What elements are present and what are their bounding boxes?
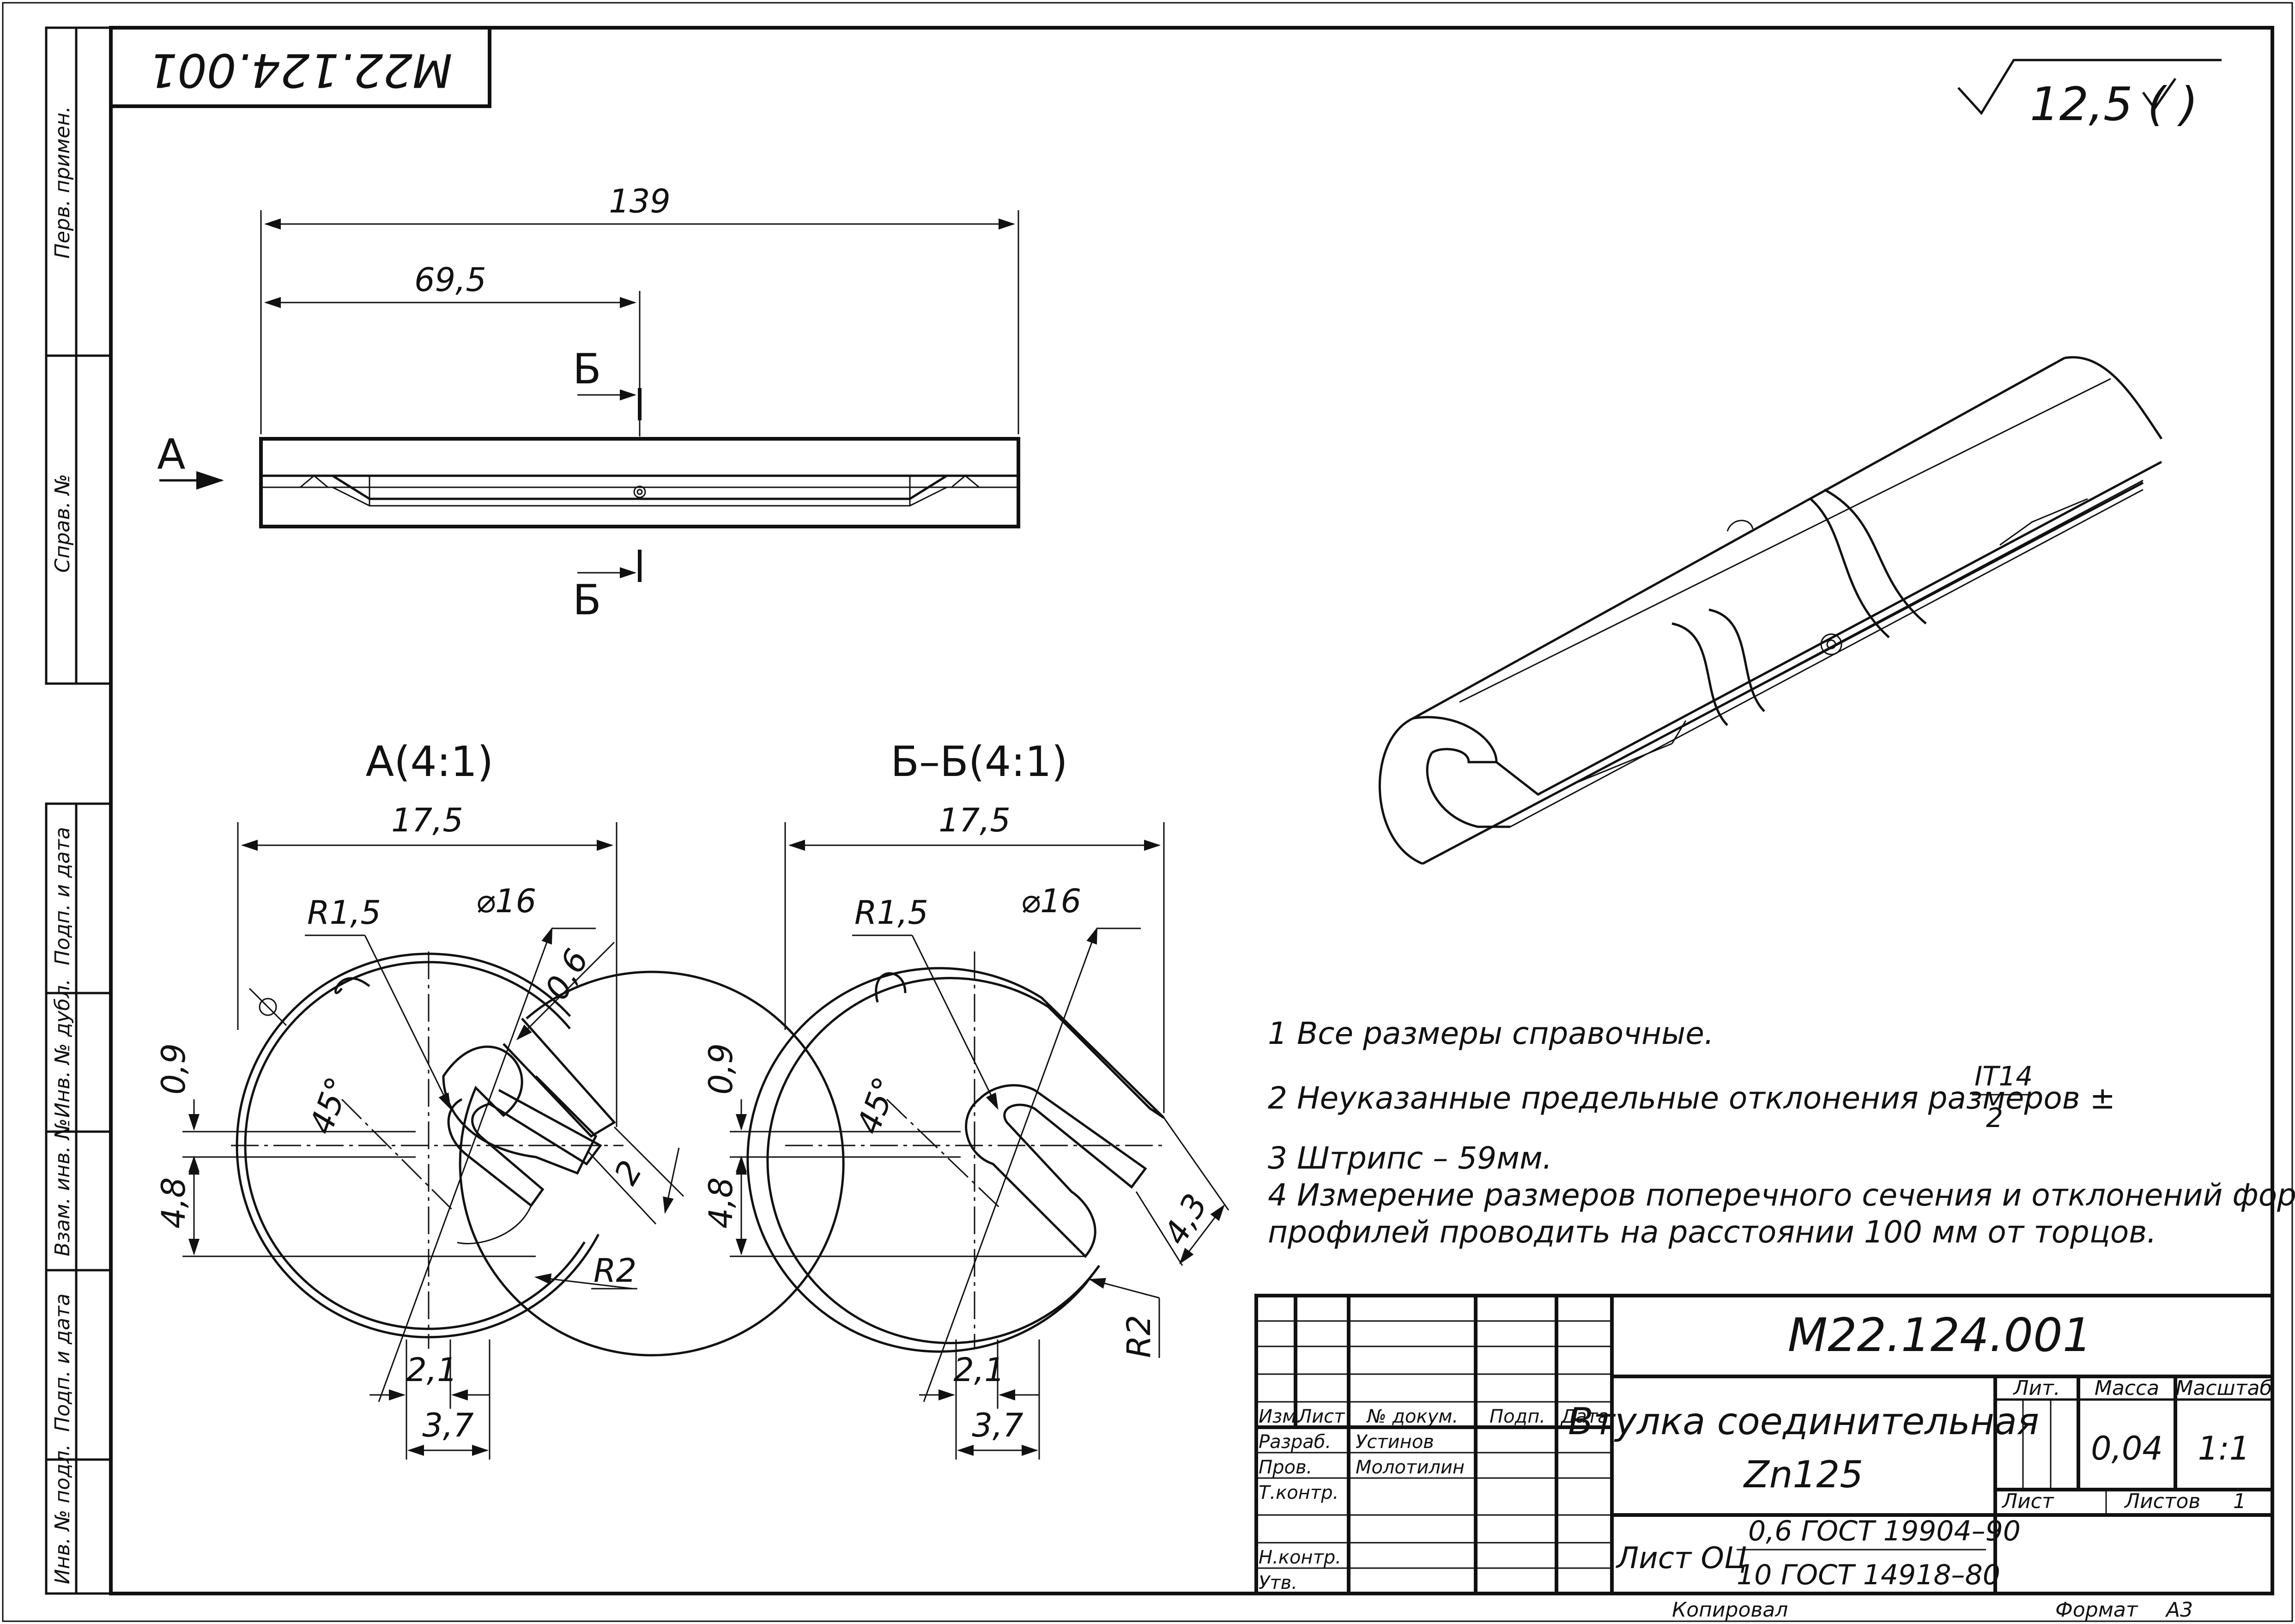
tb-material-bottom: 10 ГОСТ 14918–80	[1737, 1559, 2000, 1591]
view-a-dim-r-small: R1,5	[307, 894, 381, 932]
section-mark-top: Б	[573, 345, 601, 394]
format-label: Формат	[2055, 1598, 2138, 1622]
tb-name-line-1: Втулка соединительная	[1568, 1400, 2039, 1443]
note-2-denominator: 2	[1986, 1102, 2003, 1133]
side-label-sprav: Справ. №	[51, 474, 74, 573]
side-label-inv-podl: Инв. № подл.	[51, 1444, 74, 1584]
tb-role-norm-control: Н.контр.	[1259, 1547, 1341, 1568]
title-block: Изм. Лист № докум. Подп. Дата Разраб. Ус…	[1254, 1294, 2274, 1595]
designation-rotated-box: М22.124.001	[111, 28, 491, 108]
note-2-numerator: IT14	[1974, 1060, 2033, 1092]
view-a: А(4:1) 17,5 ⌀16 R1,5 0,6 45° 0,9	[155, 738, 845, 1460]
view-b: Б–Б(4:1) 17,5 ⌀16 R1,5 45° 0,9 4,8 4,3 R…	[702, 738, 1229, 1460]
tb-mass-value: 0,04	[2091, 1430, 2163, 1467]
view-b-dim-w1: 2,1	[953, 1351, 1005, 1389]
tb-header-doc: № докум.	[1366, 1406, 1458, 1427]
view-b-dim-width: 17,5	[939, 801, 1011, 839]
tb-name-line-2: Zn125	[1743, 1453, 1863, 1496]
side-label-perv: Перв. примен.	[51, 106, 74, 259]
tb-header-date: Дата	[1560, 1406, 1609, 1427]
tb-scale-label: Масштаб	[2175, 1376, 2272, 1400]
tb-role-tech-control: Т.контр.	[1259, 1482, 1338, 1503]
view-mark-a: А	[157, 430, 186, 479]
tb-role-checker: Пров.	[1259, 1457, 1312, 1478]
note-3: 3 Штрипс – 59мм.	[1268, 1140, 1552, 1176]
note-2: 2 Неуказанные предельные отклонения разм…	[1268, 1080, 2115, 1116]
view-b-dim-h1: 0,9	[702, 1043, 740, 1095]
note-4-line-1: 4 Измерение размеров поперечного сечения…	[1268, 1177, 2295, 1213]
view-b-dim-angle: 45°	[849, 1072, 904, 1139]
tb-scale-value: 1:1	[2198, 1430, 2250, 1467]
side-label-vzam: Взам. инв. №	[51, 1118, 74, 1256]
view-b-dim-dia: ⌀16	[1021, 882, 1081, 920]
designation-rotated: М22.124.001	[148, 43, 453, 97]
tb-sheets-value: 1	[2233, 1490, 2246, 1513]
view-a-dim-h1: 0,9	[155, 1043, 193, 1095]
view-a-dim-dia: ⌀16	[476, 882, 536, 920]
tb-role-developer: Разраб.	[1259, 1431, 1331, 1453]
tb-material-prefix: Лист ОЦ	[1616, 1541, 1747, 1576]
view-a-title: А(4:1)	[366, 738, 494, 786]
view-a-dim-w2: 3,7	[422, 1406, 473, 1444]
view-b-title: Б–Б(4:1)	[890, 738, 1068, 786]
side-label-inv-dubl: Инв. № дубл.	[51, 979, 74, 1118]
tb-header-list: Лист	[1297, 1406, 1345, 1427]
tb-lit-label: Лит.	[2012, 1376, 2060, 1400]
side-label-podp-1: Подп. и дата	[51, 827, 74, 965]
top-view: 139 69,5 Б Б А	[157, 182, 1020, 624]
rivet-hole	[633, 485, 646, 498]
section-mark-bottom: Б	[573, 576, 601, 624]
view-a-dim-gap: 2	[607, 1154, 650, 1191]
dim-half-length: 69,5	[414, 261, 486, 299]
view-a-dim-thickness: 0,6	[538, 943, 596, 1006]
side-label-podp-2: Подп. и дата	[51, 1293, 74, 1432]
note-4-line-2: профилей проводить на расстоянии 100 мм …	[1268, 1214, 2156, 1250]
view-a-dim-width: 17,5	[391, 801, 463, 839]
view-b-dim-r-large: R2	[1120, 1315, 1158, 1358]
roughness-symbol: 12,5 ( )	[1957, 59, 2222, 131]
view-a-dim-h2: 4,8	[155, 1177, 193, 1229]
view-a-dim-w1: 2,1	[406, 1351, 457, 1389]
tb-sheets-label: Листов	[2124, 1490, 2200, 1513]
view-b-hatched-wall	[746, 967, 1165, 1353]
tb-designation: М22.124.001	[1788, 1308, 2092, 1362]
view-b-dim-h2: 4,8	[702, 1177, 740, 1229]
tb-mass-label: Масса	[2095, 1376, 2159, 1400]
copied-label: Копировал	[1672, 1598, 1788, 1622]
tb-header-izm: Изм.	[1259, 1406, 1302, 1427]
view-b-dim-w2: 3,7	[972, 1406, 1023, 1444]
note-1: 1 Все размеры справочные.	[1268, 1016, 1714, 1051]
technical-notes: 1 Все размеры справочные. 2 Неуказанные …	[1268, 1016, 2295, 1250]
view-b-hatched-lip	[965, 1084, 1147, 1258]
isometric-view	[1378, 356, 2163, 865]
roughness-value: 12,5 (	[2030, 77, 2167, 131]
roughness-tail: )	[2177, 77, 2198, 131]
view-b-dim-depth: 4,3	[1157, 1188, 1215, 1251]
tb-name-developer: Устинов	[1356, 1431, 1434, 1453]
format-value: А3	[2165, 1598, 2193, 1622]
side-column: Перв. примен. Справ. № Подп. и дата Инв.…	[45, 26, 112, 1595]
view-a-dim-r-large: R2	[593, 1252, 636, 1290]
tb-sheet-label: Лист	[2001, 1490, 2054, 1513]
tb-header-sign: Подп.	[1490, 1406, 1545, 1427]
view-b-dim-r-small: R1,5	[854, 894, 928, 932]
view-a-dim-angle: 45°	[302, 1072, 357, 1139]
tb-role-approved: Утв.	[1259, 1572, 1297, 1594]
dim-total-length: 139	[609, 182, 671, 220]
tb-name-checker: Молотилин	[1356, 1457, 1465, 1478]
tb-material-top: 0,6 ГОСТ 19904–90	[1748, 1515, 2021, 1547]
